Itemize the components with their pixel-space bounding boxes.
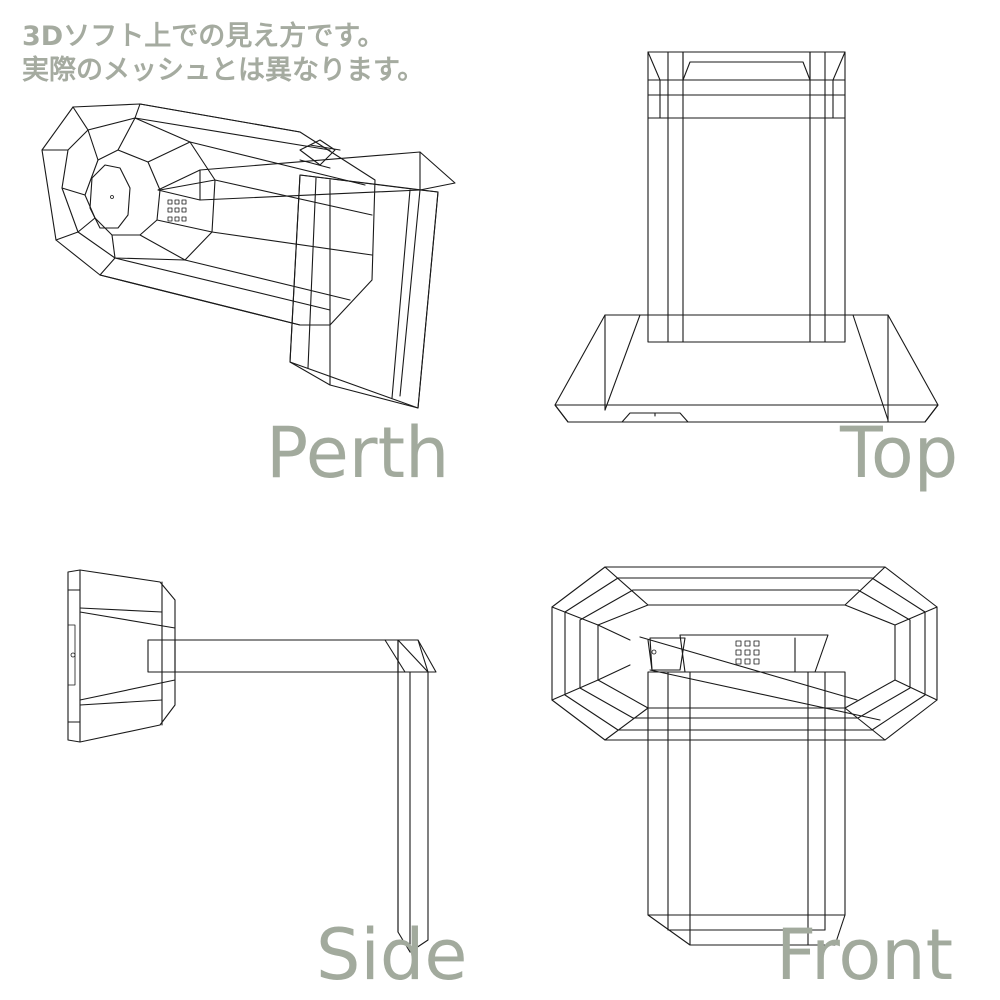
- top-view-label: Top: [840, 412, 959, 494]
- caption-note: 3Dソフト上での見え方です。 実際のメッシュとは異なります。: [22, 20, 424, 88]
- top-wireframe: [554, 51, 939, 423]
- side-wireframe: [67, 569, 437, 953]
- caption-line-2: 実際のメッシュとは異なります。: [22, 55, 425, 86]
- perspective-view-label: Perth: [266, 412, 450, 494]
- perspective-wireframe: [41, 103, 456, 409]
- front-view-label: Front: [776, 914, 954, 996]
- caption-line-1: 3Dソフト上での見え方です。: [22, 21, 385, 52]
- side-view-label: Side: [316, 914, 468, 996]
- front-wireframe: [551, 566, 938, 946]
